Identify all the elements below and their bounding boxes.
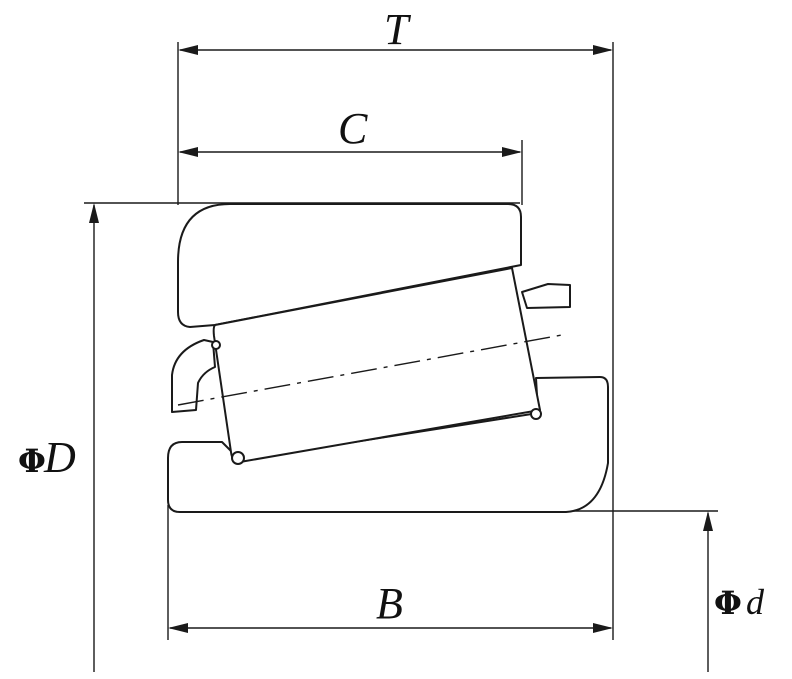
phi-symbol-bore: Φ bbox=[714, 584, 742, 622]
label-bore-diameter: d bbox=[746, 582, 765, 622]
phi-symbol-outer: Φ bbox=[18, 442, 46, 480]
roller-axis-centerline bbox=[177, 334, 563, 406]
roller-fillet-bottom-left bbox=[231, 451, 245, 465]
roller-fillet-bottom-right bbox=[530, 408, 542, 420]
label-t: T bbox=[384, 5, 412, 54]
outer-ring bbox=[177, 203, 522, 328]
roller-fillet-top-left bbox=[211, 340, 221, 350]
dimension-b bbox=[168, 623, 613, 633]
inner-ring bbox=[167, 376, 609, 513]
dimension-bore-diameter bbox=[703, 511, 713, 672]
dimension-outer-diameter bbox=[89, 203, 99, 672]
cage-left bbox=[171, 339, 216, 413]
label-outer-diameter: D bbox=[43, 433, 76, 482]
cage-right bbox=[521, 283, 571, 309]
label-c: C bbox=[338, 104, 368, 153]
label-b: B bbox=[376, 579, 403, 628]
dimension-c bbox=[178, 147, 522, 157]
dimension-t bbox=[178, 45, 613, 55]
